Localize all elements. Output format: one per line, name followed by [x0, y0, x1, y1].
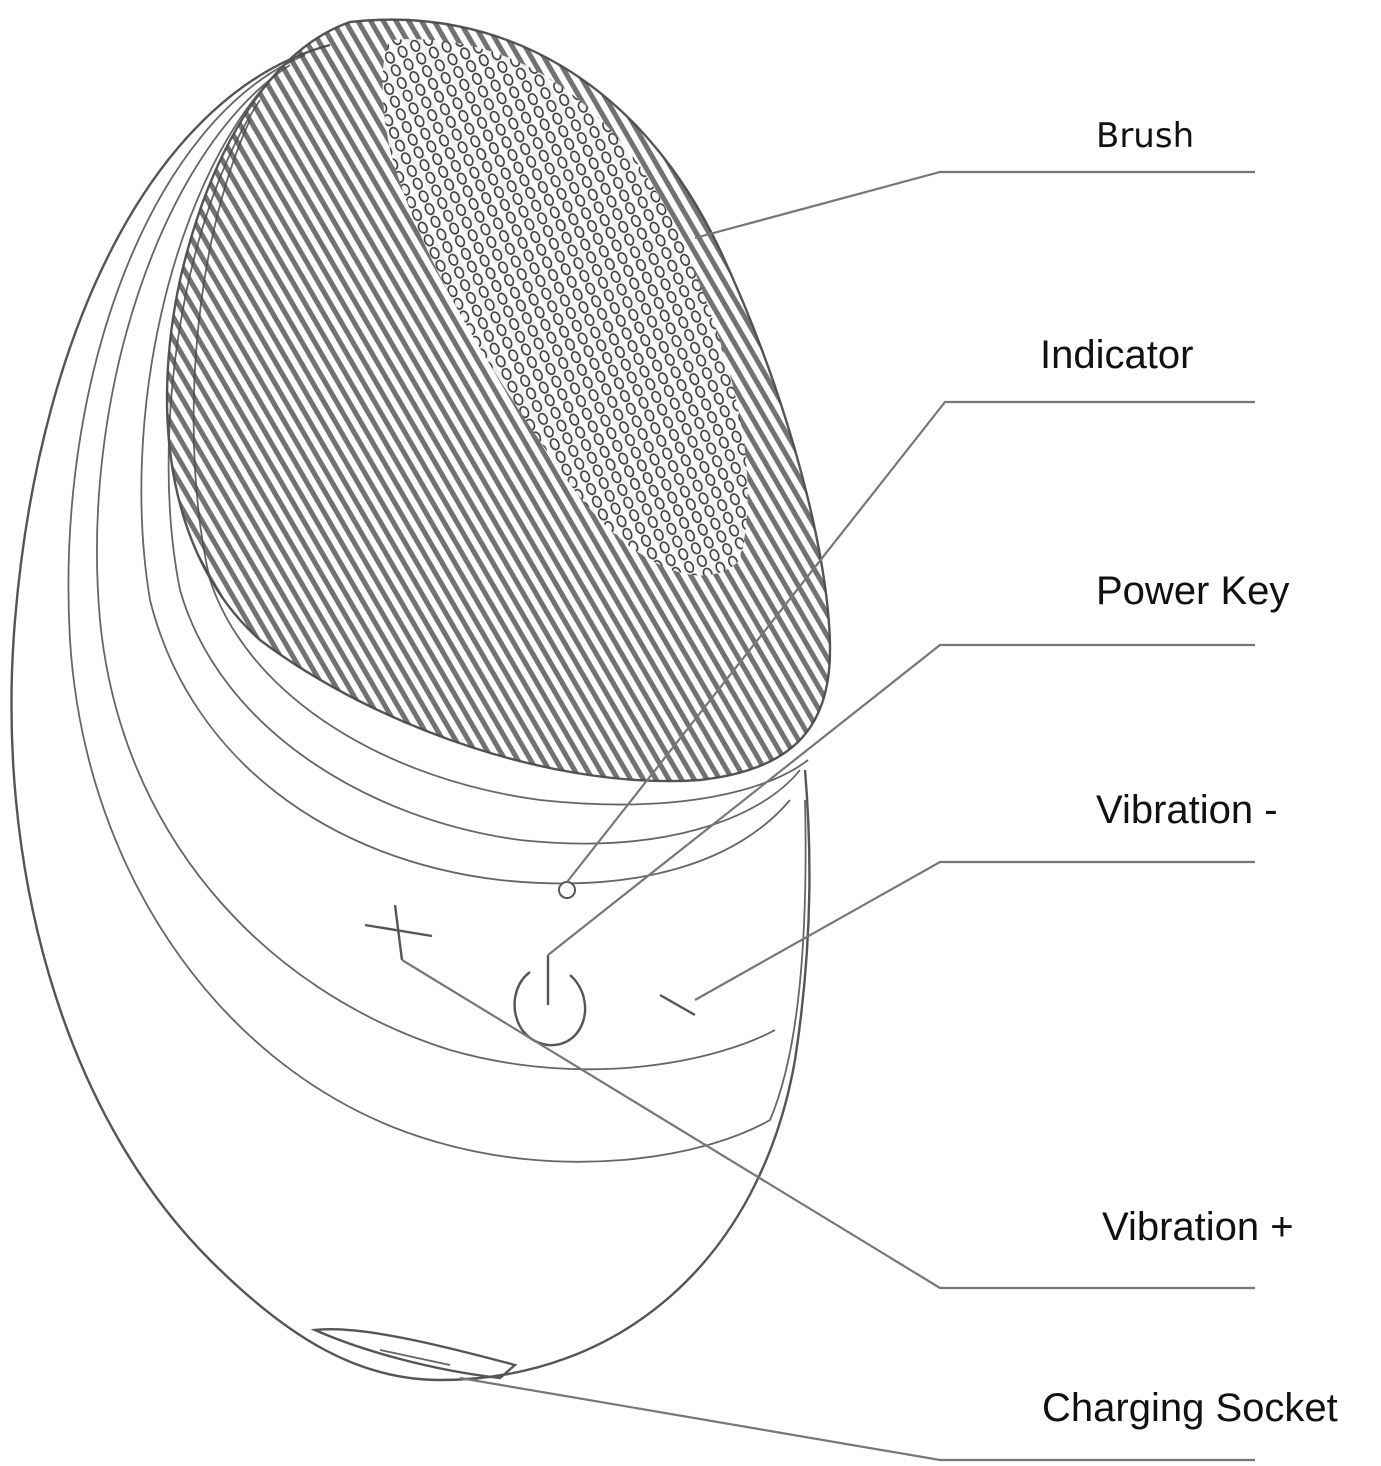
charging-socket [315, 1329, 515, 1378]
brush-label: Brush [1096, 116, 1194, 156]
power-key-label: Power Key [1096, 569, 1289, 613]
vibration-minus-label: Vibration - [1096, 788, 1278, 832]
indicator-label: Indicator [1040, 333, 1193, 377]
vibration-plus-button[interactable] [365, 905, 432, 960]
vibration-plus-label: Vibration + [1102, 1205, 1294, 1249]
charging-socket-label: Charging Socket [1042, 1386, 1338, 1430]
brush-leader-line [695, 172, 1255, 238]
indicator-light [559, 882, 575, 898]
vibration-minus-button[interactable] [660, 995, 695, 1015]
power-button[interactable] [515, 955, 586, 1045]
vibration-minus-leader-line [695, 862, 1255, 1000]
